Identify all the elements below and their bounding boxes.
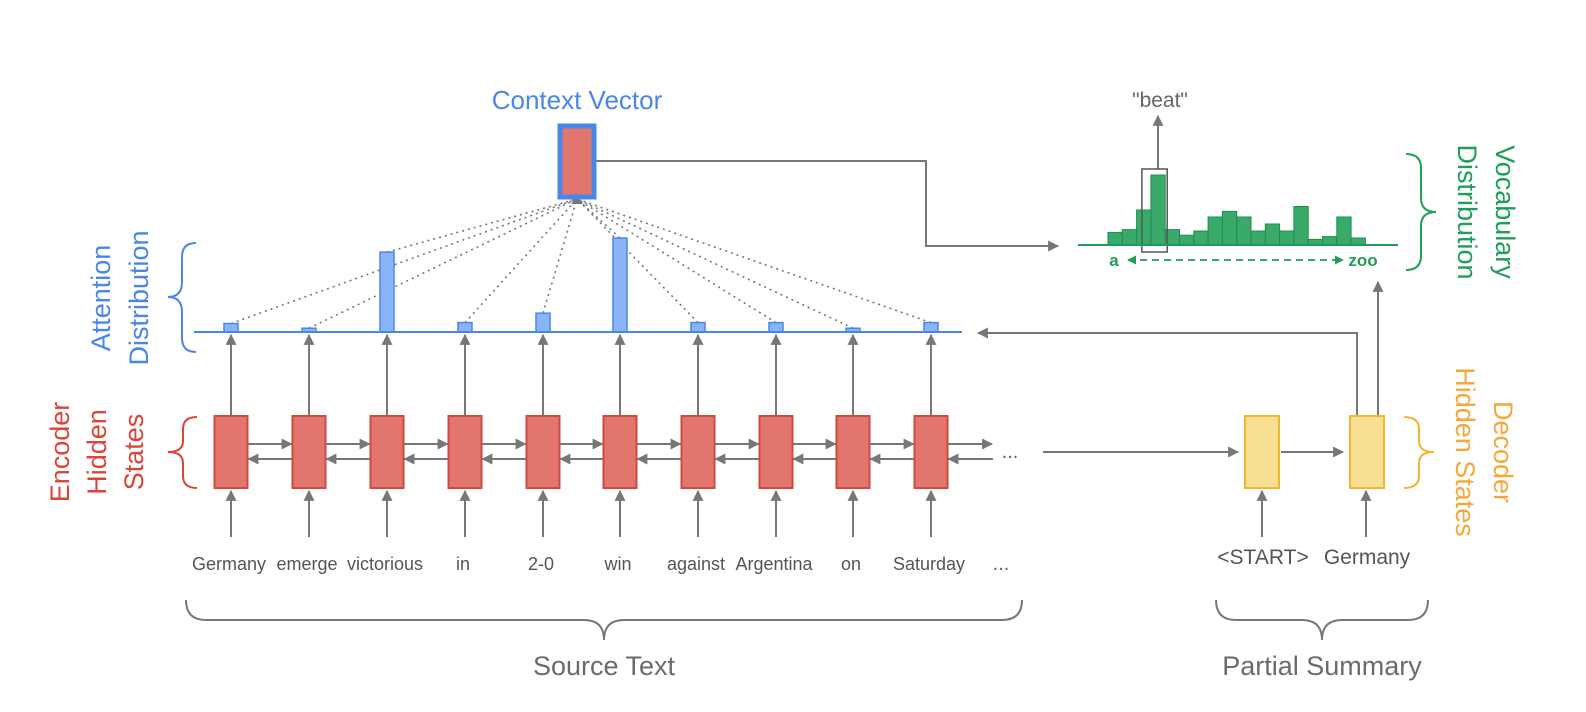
source-ellipsis: ... xyxy=(993,553,1010,575)
attention-to-context-line xyxy=(464,198,578,324)
attention-to-context-line xyxy=(576,198,932,324)
decoder-hidden-states-label: Decoder Hidden States xyxy=(1450,367,1518,537)
decoder-to-attention-arrow xyxy=(976,327,1358,415)
vocab-bar xyxy=(1193,230,1209,246)
attention-bar xyxy=(768,321,784,333)
connections xyxy=(594,114,1384,537)
vocab-bar xyxy=(1179,234,1195,246)
attention-bar xyxy=(612,237,628,333)
attention-bar xyxy=(923,321,939,333)
selected-word-highlight xyxy=(1141,168,1168,253)
vocab-start-word: a xyxy=(1109,251,1119,270)
attention-bar xyxy=(223,322,239,333)
encoder-state xyxy=(758,415,794,489)
encoder-state xyxy=(291,415,327,489)
context-vector-box xyxy=(557,123,597,200)
encoder-label-line2: Hidden xyxy=(82,409,112,495)
vocab-bar xyxy=(1336,216,1352,246)
source-token: emerge xyxy=(276,554,337,574)
encoder-state xyxy=(602,415,638,489)
vocab-bar xyxy=(1293,206,1309,246)
source-token: Argentina xyxy=(735,554,813,574)
attention-to-context-line xyxy=(576,198,854,329)
encoder-state xyxy=(835,415,871,489)
encoder-brace xyxy=(167,416,198,489)
attention-label-line2: Distribution xyxy=(124,230,154,365)
vocab-bar xyxy=(1107,231,1123,246)
vocabulary-layer xyxy=(1107,168,1366,253)
attention-brace xyxy=(167,242,197,353)
source-text-label: Source Text xyxy=(533,651,676,681)
encoder-state xyxy=(213,415,249,489)
attention-to-context-line xyxy=(542,198,578,314)
source-token: Germany xyxy=(192,554,266,574)
encoder-hidden-states-label: Encoder Hidden States xyxy=(45,402,149,503)
context-arrowhead xyxy=(571,196,583,204)
vocabulary-distribution-label: Vocabulary Distribution xyxy=(1452,144,1520,279)
decoder-label-line1: Decoder xyxy=(1488,401,1518,503)
source-token: win xyxy=(603,554,631,574)
encoder-state xyxy=(913,415,949,489)
vocab-bar xyxy=(1150,174,1166,246)
vocab-bar xyxy=(1136,209,1152,246)
vocab-bar xyxy=(1121,229,1138,246)
attention-bar xyxy=(457,321,473,333)
decoder-token-germany: Germany xyxy=(1324,546,1411,569)
encoder-ellipsis: ... xyxy=(1002,441,1019,463)
vocab-label-line2: Distribution xyxy=(1452,144,1482,279)
attention-to-context-line xyxy=(576,198,699,324)
source-token: Saturday xyxy=(893,554,965,574)
encoder-state xyxy=(447,415,483,489)
attention-bar xyxy=(379,251,395,333)
attention-to-context-line xyxy=(576,198,777,324)
encoder-state xyxy=(369,415,405,489)
encoder-label-line1: Encoder xyxy=(45,402,75,503)
vocab-label-line1: Vocabulary xyxy=(1490,145,1520,279)
context-vector-label: Context Vector xyxy=(492,85,663,115)
source-token: on xyxy=(841,554,861,574)
encoder-label-line3: States xyxy=(119,414,149,491)
encoder-layer: Germany emerge victorious in 2-0 win against Ar… xyxy=(192,196,994,574)
encoder-state xyxy=(525,415,561,489)
attention-to-context-line xyxy=(308,198,578,329)
partial-summary-brace xyxy=(1215,599,1429,641)
attention-label-line1: Attention xyxy=(86,245,116,352)
attention-bar xyxy=(535,312,551,333)
attention-distribution-label: Attention Distribution xyxy=(86,230,154,365)
decoder-state xyxy=(1349,415,1385,489)
vocab-bar xyxy=(1279,230,1295,246)
encoder-state xyxy=(680,415,716,489)
vocab-bar xyxy=(1221,210,1238,246)
vocab-bar xyxy=(1236,216,1252,246)
vocab-bar xyxy=(1264,223,1281,246)
vocab-bar xyxy=(1250,230,1266,246)
source-text-brace xyxy=(185,599,1023,641)
vocab-end-word: zoo xyxy=(1348,251,1377,270)
decoder-label-line2: Hidden States xyxy=(1450,367,1480,537)
source-token: victorious xyxy=(347,554,423,574)
output-word: "beat" xyxy=(1132,89,1188,112)
attention-bar xyxy=(690,321,706,333)
source-token: in xyxy=(456,554,470,574)
attention-to-context-line xyxy=(230,198,578,325)
vocab-bar xyxy=(1207,216,1223,246)
source-token: against xyxy=(667,554,725,574)
context-to-vocab-arrow xyxy=(594,160,1060,252)
decoder-token-start: <START> xyxy=(1217,546,1308,569)
attention-to-context-line xyxy=(576,198,621,239)
vocab-bar xyxy=(1350,237,1366,246)
decoder-brace xyxy=(1403,416,1435,489)
vocab-bar xyxy=(1322,236,1338,246)
vocab-brace xyxy=(1405,153,1437,271)
source-token: 2-0 xyxy=(528,554,554,574)
partial-summary-label: Partial Summary xyxy=(1222,651,1422,681)
decoder-state xyxy=(1244,415,1280,489)
